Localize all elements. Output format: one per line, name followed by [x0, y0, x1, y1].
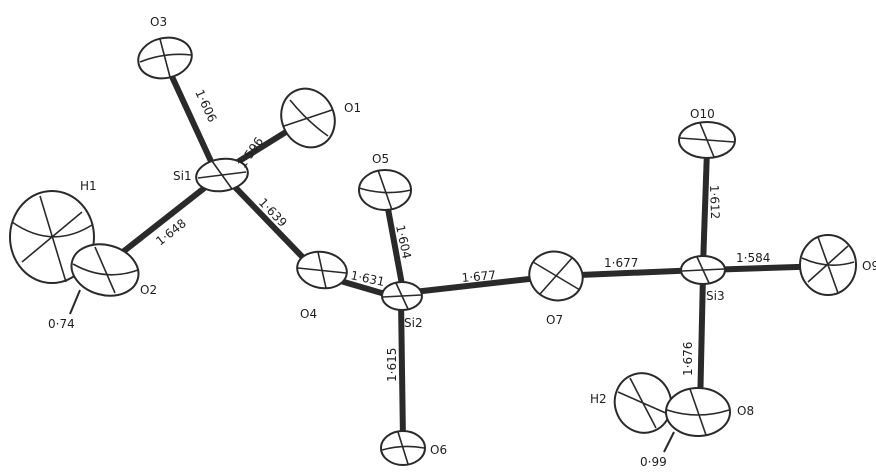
- bond-si2-o6: [398, 297, 406, 443]
- h2-label-leader: [663, 431, 675, 453]
- atom-label-si2: Si2: [404, 316, 423, 330]
- atom-label-o2: O2: [140, 283, 157, 297]
- atom-label-o8: O8: [737, 404, 754, 418]
- bond-label-si2-o4: 1·631: [349, 268, 386, 289]
- atom-h2: [613, 372, 673, 434]
- atom-o4: [296, 250, 348, 290]
- atom-o7: [528, 250, 584, 302]
- atom-label-o9: O9: [862, 259, 876, 273]
- atom-labels: O3 O1 Si1 H1 O2 O5 O4 Si2 O6 O7 O10 Si3 …: [80, 15, 876, 457]
- atom-o3: [137, 36, 193, 80]
- atom-si3: [680, 255, 726, 285]
- bond-label-o2-h1: 0·74: [48, 317, 75, 331]
- bond-label-si1-o3: 1·606: [192, 87, 219, 124]
- h1-label-leader: [69, 289, 81, 315]
- atom-o8: [665, 387, 731, 437]
- atom-label-o3: O3: [150, 15, 167, 29]
- bond-label-si3-o7: 1·677: [604, 256, 638, 270]
- atom-label-si1: Si1: [173, 169, 192, 183]
- bond-si1-o2: [107, 179, 215, 265]
- bond-label-si2-o5: 1·604: [393, 224, 414, 261]
- bond-label-si1-o1: 1·596: [235, 135, 266, 171]
- bond-si1-o3: [165, 65, 218, 173]
- bond-si3-o10: [700, 147, 710, 269]
- atom-o6: [380, 430, 426, 466]
- atom-si2: [381, 281, 423, 311]
- bond-label-si3-o9: 1·584: [736, 251, 770, 265]
- atom-label-o5: O5: [372, 152, 389, 166]
- bond-label-si3-o8: 1·676: [681, 342, 695, 376]
- atom-label-o7: O7: [546, 313, 563, 327]
- atom-label-si3: Si3: [706, 289, 725, 303]
- bond-si1-o4: [229, 181, 318, 273]
- bond-label-si2-o6: 1·615: [385, 348, 399, 382]
- atom-label-h2: H2: [590, 392, 607, 406]
- bond-si2-o5: [383, 195, 406, 293]
- atom-label-o4: O4: [300, 307, 317, 321]
- atom-label-o10: O10: [690, 107, 715, 121]
- bond-label-si3-o10: 1·612: [707, 185, 722, 220]
- bond-label-o8-h2: 0·99: [640, 455, 667, 469]
- atom-o2: [70, 243, 140, 297]
- atom-o5: [358, 169, 412, 211]
- bond-label-si2-o7: 1·677: [461, 268, 496, 285]
- atom-label-o1: O1: [344, 101, 361, 115]
- ellipsoids: [9, 36, 857, 466]
- atom-label-h1: H1: [80, 179, 97, 193]
- atom-si1: [195, 157, 249, 193]
- atom-o1: [280, 87, 336, 149]
- atom-label-o6: O6: [430, 443, 447, 457]
- atom-o9: [799, 234, 857, 296]
- atom-o10: [678, 121, 736, 159]
